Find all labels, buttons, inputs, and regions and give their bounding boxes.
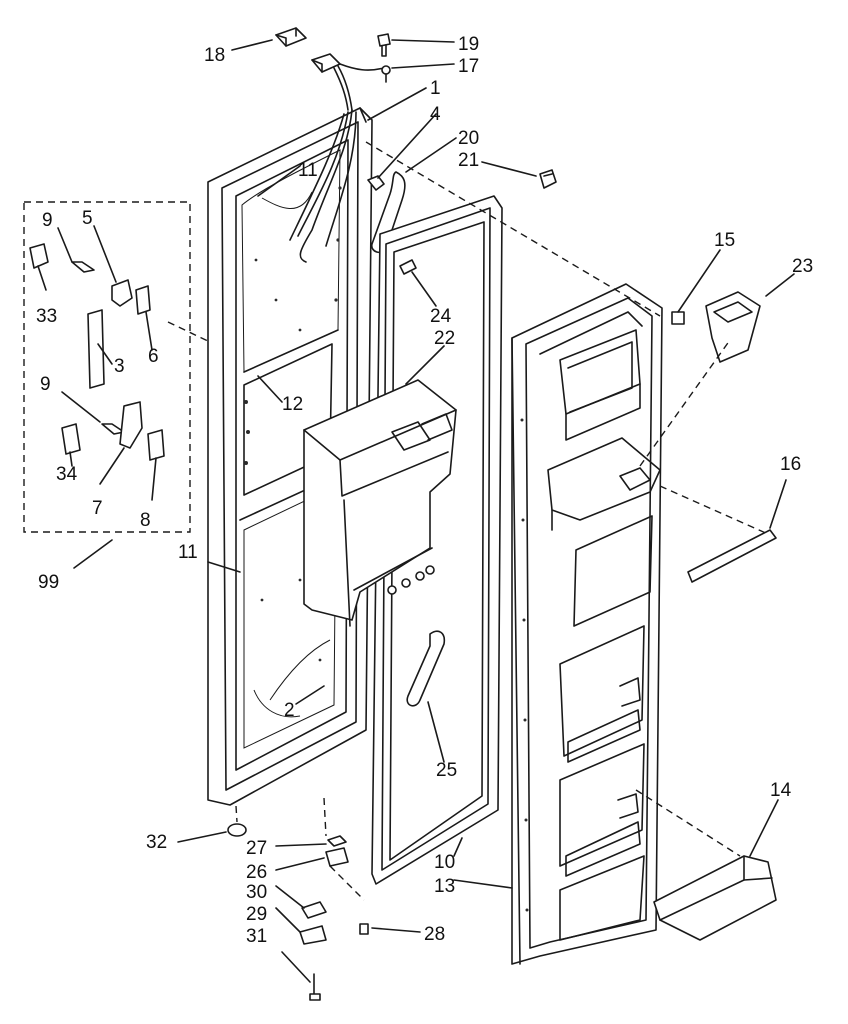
clip-17 [381, 65, 391, 83]
callout-28: 28 [424, 924, 445, 945]
harness-plug [311, 53, 385, 111]
door-gasket [371, 195, 503, 885]
connector-18 [275, 27, 307, 47]
callout-17: 17 [458, 56, 479, 77]
callout-27: 27 [246, 838, 267, 859]
callout-4: 4 [430, 104, 441, 125]
trim-strip-16 [687, 529, 777, 583]
callout-34: 34 [56, 464, 78, 485]
callout-29: 29 [246, 904, 267, 925]
callout-30: 30 [246, 882, 267, 903]
callout-25: 25 [436, 760, 457, 781]
callout-12: 12 [282, 394, 303, 415]
tube-20 [371, 171, 406, 254]
callout-7: 7 [92, 498, 103, 519]
inner-door-liner [511, 283, 663, 965]
callout-13: 13 [434, 876, 455, 897]
plug-4 [367, 175, 385, 191]
chute-23 [705, 291, 761, 363]
callout-21: 21 [458, 150, 479, 171]
callout-31: 31 [246, 926, 267, 947]
callout-26: 26 [246, 862, 267, 883]
callout-5: 5 [82, 208, 93, 229]
callout-labels: 18 19 17 1 4 20 21 11 9 5 33 3 6 9 34 7 … [36, 34, 813, 947]
outer-door-panel [207, 107, 373, 806]
callout-20: 20 [458, 128, 479, 149]
callout-11-bottom: 11 [178, 542, 198, 563]
callout-16: 16 [780, 454, 801, 475]
dispenser-housing [303, 379, 457, 627]
callout-11-top: 11 [298, 160, 318, 181]
callout-6: 6 [148, 346, 159, 367]
callout-23: 23 [792, 256, 813, 277]
callout-99: 99 [38, 572, 59, 593]
callout-2: 2 [284, 700, 295, 721]
leader-lines [37, 39, 795, 983]
bottom-hinge-parts [227, 823, 369, 1001]
callout-15: 15 [714, 230, 735, 251]
callout-18: 18 [204, 45, 225, 66]
callout-22: 22 [434, 328, 455, 349]
callout-33: 33 [36, 306, 57, 327]
screw-15 [671, 311, 685, 325]
door-bin-14 [653, 855, 777, 941]
cap-21 [539, 169, 557, 189]
callout-9-bottom: 9 [40, 374, 51, 395]
callout-9-top: 9 [42, 210, 53, 231]
callout-32: 32 [146, 832, 167, 853]
callout-19: 19 [458, 34, 479, 55]
callout-8: 8 [140, 510, 151, 531]
callout-3: 3 [114, 356, 125, 377]
hinge-kit-box [23, 201, 191, 533]
callout-1: 1 [430, 78, 441, 99]
screw-19 [377, 33, 391, 57]
callout-24: 24 [430, 306, 452, 327]
callout-10: 10 [434, 852, 455, 873]
callout-14: 14 [770, 780, 792, 801]
